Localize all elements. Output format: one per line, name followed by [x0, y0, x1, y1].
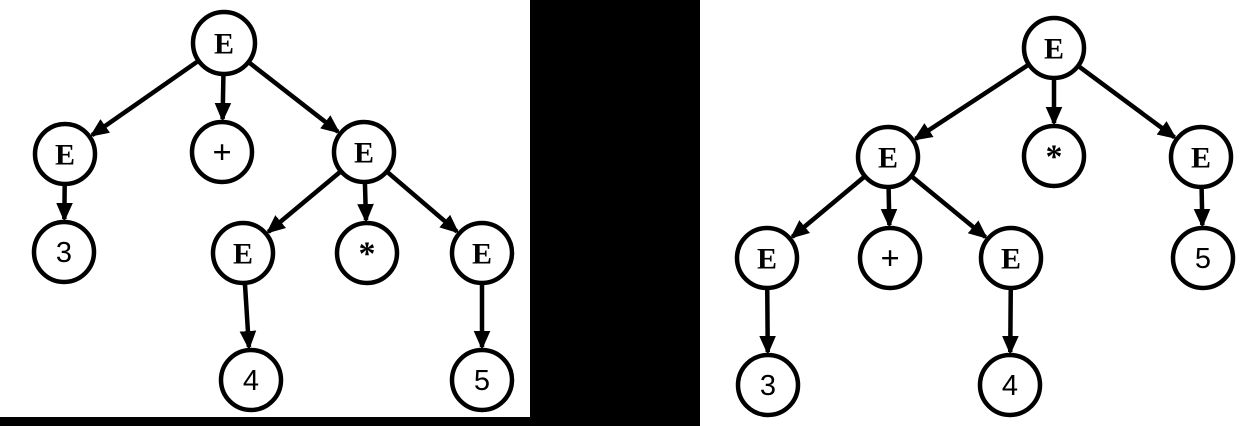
tree-node: 4 [218, 347, 284, 413]
tree-node: E [855, 124, 921, 190]
tree-edge [214, 74, 232, 122]
tree-node: E [1021, 15, 1087, 81]
node-label: E [55, 139, 75, 172]
tree-edge [266, 170, 342, 234]
node-group-right: E E * E E + E 5 3 4 [734, 15, 1236, 418]
node-circle [218, 347, 284, 413]
parse-tree-right-panel: E E * E E + E 5 3 4 [700, 0, 1248, 426]
tree-edge [239, 283, 257, 350]
edge-group-right [759, 63, 1211, 355]
node-label: * [359, 236, 376, 273]
tree-node: E [190, 9, 258, 77]
node-circle [210, 220, 276, 286]
node-label: E [233, 238, 253, 271]
tree-edge [89, 59, 200, 137]
node-group-left: E E + E 3 E * E 4 5 [31, 9, 515, 413]
tree-node: E [978, 225, 1044, 291]
node-circle [734, 225, 800, 291]
tree-edge [790, 175, 866, 239]
node-circle [331, 119, 397, 185]
node-circle [1021, 15, 1087, 81]
node-circle [977, 352, 1043, 418]
node-circle [449, 347, 515, 413]
tree-edge [1077, 64, 1177, 140]
tree-node: 5 [1170, 225, 1236, 291]
node-label: * [1046, 139, 1063, 176]
node-label: E [757, 243, 777, 276]
bottom-black-bar [0, 417, 530, 426]
node-label: 5 [1195, 243, 1211, 275]
tree-edge [357, 182, 374, 223]
tree-node: 3 [735, 352, 801, 418]
node-circle [857, 225, 923, 291]
panel-divider [530, 0, 700, 426]
node-circle [334, 220, 400, 286]
tree-edge [910, 174, 988, 239]
node-circle [735, 352, 801, 418]
edge-group-left [56, 59, 491, 350]
node-label: 3 [56, 237, 72, 269]
tree-node: E [32, 121, 98, 187]
parse-tree-right-svg: E E * E E + E 5 3 4 [734, 15, 1236, 418]
tree-node: E [331, 119, 397, 185]
tree-edge [913, 63, 1030, 141]
tree-node: * [334, 220, 400, 286]
node-label: 4 [1002, 370, 1018, 402]
node-circle [978, 225, 1044, 291]
tree-node: + [857, 225, 923, 291]
node-circle [189, 119, 255, 185]
parse-tree-left-panel: E E + E 3 E * E 4 5 [0, 0, 530, 426]
tree-node: 4 [977, 352, 1043, 418]
parse-tree-left-svg: E E + E 3 E * E 4 5 [31, 9, 515, 413]
node-circle [190, 9, 258, 77]
node-circle [31, 219, 97, 285]
node-label: E [472, 238, 492, 271]
node-label: 4 [243, 365, 259, 397]
tree-edge [1193, 187, 1211, 228]
tree-node: * [1021, 123, 1087, 189]
node-label: E [1044, 33, 1064, 66]
tree-node: E [210, 220, 276, 286]
node-label: E [214, 28, 234, 61]
node-circle [855, 124, 921, 190]
tree-edge [386, 170, 460, 234]
tree-node: E [734, 225, 800, 291]
node-label: E [354, 137, 374, 170]
tree-node: E [449, 220, 515, 286]
node-label: + [880, 241, 899, 278]
node-label: 5 [474, 365, 490, 397]
tree-node: + [189, 119, 255, 185]
tree-node: 3 [31, 219, 97, 285]
tree-edge [247, 60, 341, 134]
node-circle [32, 121, 98, 187]
tree-edge [880, 187, 898, 228]
node-label: E [1191, 142, 1211, 175]
node-label: E [1001, 243, 1021, 276]
node-circle [1170, 225, 1236, 291]
node-circle [1021, 123, 1087, 189]
node-label: E [878, 142, 898, 175]
node-label: 3 [760, 370, 776, 402]
tree-node: E [1168, 124, 1234, 190]
tree-node: 5 [449, 347, 515, 413]
node-label: + [212, 135, 231, 172]
node-circle [1168, 124, 1234, 190]
node-circle [449, 220, 515, 286]
